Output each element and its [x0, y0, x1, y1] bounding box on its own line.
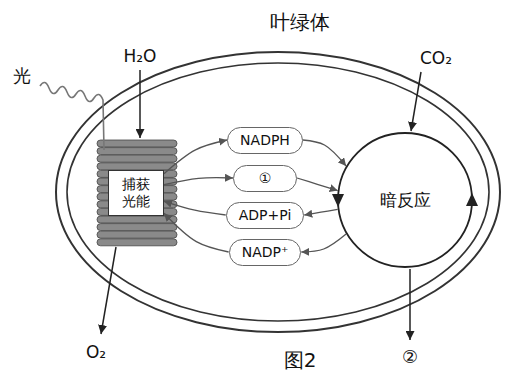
dark-reaction-circle: 暗反应: [337, 132, 473, 268]
thylakoid-disc: [97, 140, 177, 147]
flow-arrow: [297, 178, 338, 191]
carrier-pill: NADPH: [227, 127, 303, 154]
carrier-pill: ①: [233, 165, 297, 192]
thylakoid-disc: [97, 216, 177, 223]
product-arrow: [409, 269, 411, 340]
thylakoid-stack: [97, 140, 177, 246]
flow-arrow: [164, 201, 226, 215]
oxygen-label: O₂: [86, 342, 106, 362]
node-label: 捕获光能: [122, 176, 151, 210]
inner-membrane: [67, 63, 489, 321]
light-label: 光: [13, 64, 31, 88]
thylakoid-disc: [97, 155, 177, 162]
co2-arrow: [411, 72, 421, 131]
node-label: NADP⁺: [242, 244, 289, 260]
light-capture-box: 捕获光能: [108, 170, 164, 216]
cycle-arrowhead: [466, 193, 478, 206]
thylakoid-disc: [97, 239, 177, 246]
flow-arrow: [164, 178, 233, 185]
thylakoid-disc: [97, 148, 177, 155]
cycle-arrowhead: [332, 194, 344, 207]
flow-arrow: [304, 209, 337, 215]
carrier-pill: NADP⁺: [229, 239, 302, 266]
water-label: H₂O: [124, 46, 157, 66]
figure-caption: 图2: [284, 347, 317, 374]
flow-arrow: [164, 140, 227, 174]
oxygen-arrow: [101, 247, 116, 334]
light-wave: [40, 82, 104, 150]
node-label: 暗反应: [380, 189, 431, 212]
node-label: ①: [259, 170, 272, 186]
outer-membrane: [56, 52, 500, 332]
node-label: ADP+Pi: [239, 207, 292, 223]
flow-arrow: [164, 213, 229, 252]
flow-arrow: [303, 140, 346, 166]
node-label: NADPH: [240, 132, 290, 148]
co2-label: CO₂: [420, 48, 452, 68]
water-arrow: [139, 70, 141, 138]
thylakoid-disc: [97, 163, 177, 170]
thylakoid-disc: [97, 224, 177, 231]
cycle-circle: [338, 133, 472, 267]
flow-arrow: [301, 234, 346, 252]
figure-title: 叶绿体: [270, 9, 330, 36]
carrier-pill: ADP+Pi: [226, 202, 305, 229]
thylakoid-disc: [97, 231, 177, 238]
product-label: ②: [402, 346, 418, 367]
